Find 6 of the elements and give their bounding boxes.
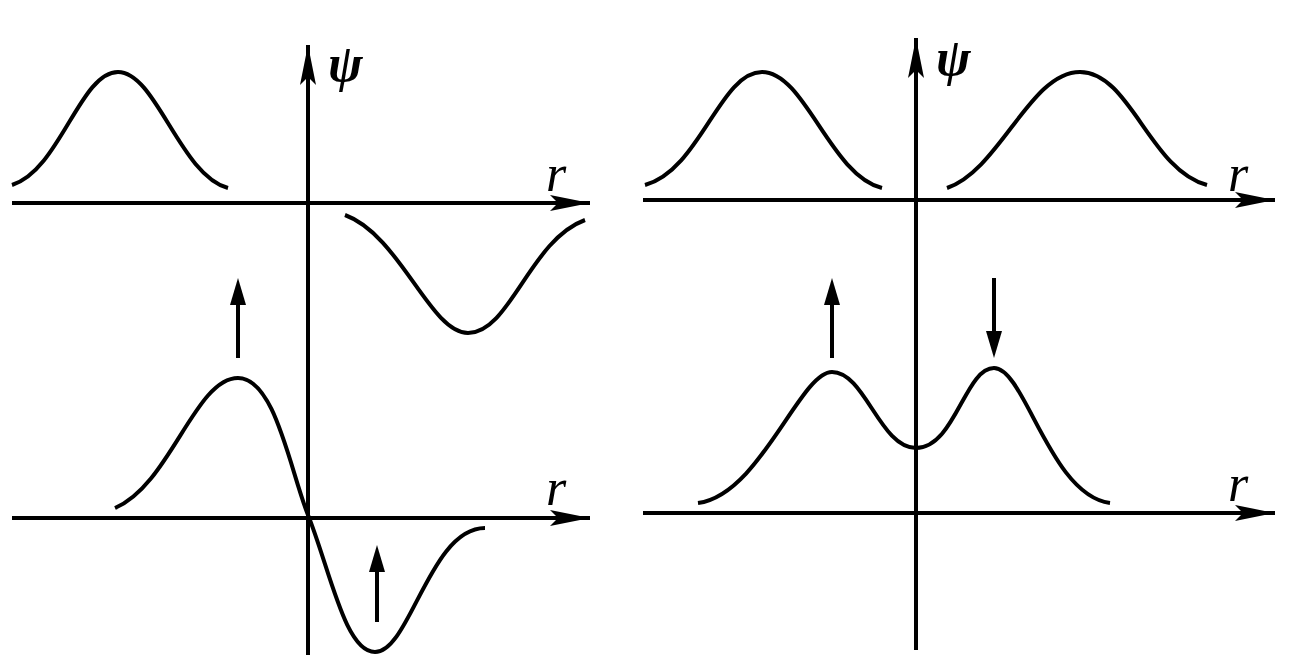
axis-label: ψ (328, 38, 363, 90)
axis-label: ψ (936, 32, 971, 84)
axis-label: r (546, 148, 567, 200)
axis-label: r (546, 462, 567, 514)
axis-label: r (1228, 458, 1249, 510)
axis-label: r (1228, 148, 1249, 200)
